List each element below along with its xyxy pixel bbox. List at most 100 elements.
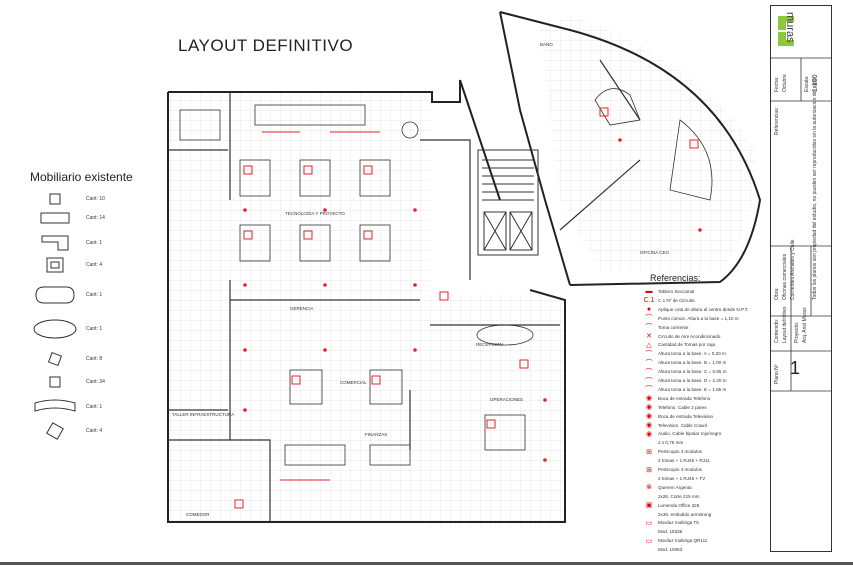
room-label-finanzas: FINANZAS <box>365 432 388 437</box>
referencia-item: ⌒Altura toma a la base. D = 2.20 m <box>640 375 775 386</box>
referencia-label: Tablero Seccional <box>658 289 695 294</box>
referencia-item: 2 tomas + 1 RJ45 + RJ11 <box>640 455 775 466</box>
mobiliario-item: Cant: 1 <box>30 318 140 340</box>
referencia-item: ⌒ Punto comun. Altura a la base = 1,10 m <box>640 313 775 324</box>
referencia-symbol-icon: ◉ <box>645 404 653 412</box>
referencia-label: Moviluz multiriga T5 <box>658 520 699 526</box>
obra-label: Obra: <box>774 287 780 300</box>
referencia-label: Altura toma a la base. C = 0.65 m <box>658 369 727 375</box>
referencia-label: Altura toma a la base. A = 0.20 m <box>658 351 726 357</box>
contenido-label: Contenido: <box>774 318 780 343</box>
referencia-symbol-icon: ◉ <box>645 413 653 421</box>
referencia-label: Boca de entrada Television <box>658 413 714 419</box>
referencia-item: 2x26. Corte 215 mm <box>640 491 775 502</box>
referencia-item: ✕ Circuito de Aire Acondicionado. <box>640 331 775 342</box>
mobiliario-item: Cant: 1 <box>30 396 140 418</box>
walls <box>167 11 762 523</box>
logo-text: muras <box>784 12 796 43</box>
referencia-symbol-icon: ⌒ <box>645 350 653 358</box>
mobiliario-heading: Mobiliario existente <box>30 170 133 184</box>
referencia-label: Periscopio 4 modulos <box>658 449 702 455</box>
referencia-item: ⌒ Altura toma a la base. C = 0.65 m <box>640 366 775 377</box>
referencia-label: Circuito de Aire Acondicionado. <box>658 333 722 339</box>
mobiliario-item: Cant: 34 <box>30 371 140 393</box>
referencia-label: Telefono. Cable 2 pares <box>658 404 707 410</box>
referencia-label: Aplique cota de altura al centro desde N… <box>658 306 749 312</box>
referencia-symbol-icon: ⌒ <box>645 368 653 376</box>
referencia-item: ▭Moviluz multiriga QR111 <box>640 535 775 546</box>
floor-grid <box>168 15 756 527</box>
referencia-item: ⌒ Altura toma a la base. B = 1.00 m <box>640 357 775 368</box>
referencia-label: Punto comun. Altura a la base = 1,10 m <box>658 315 739 321</box>
referencia-label: Altura toma a la base. D = 2.20 m <box>658 378 727 383</box>
referencia-item: ◉Audio. Cable bipolar rojo/negro <box>640 428 775 439</box>
referencia-symbol-icon: ⌒ <box>645 386 653 394</box>
referencia-item: ▬Tablero Seccional <box>640 286 775 297</box>
referencia-label: Audio. Cable bipolar rojo/negro <box>658 431 722 437</box>
title-block-grid <box>771 57 831 392</box>
referencia-item: △Cantidad de Tomas por caja <box>640 339 775 350</box>
referencia-item: 2 x 0,75 mm <box>640 437 775 448</box>
referencia-item: Mod. 10053 <box>640 544 775 555</box>
referencia-item: ⊞Periscopio 4 modulos <box>640 464 775 475</box>
room-label-comercial: COMERCIAL <box>340 380 367 385</box>
mobiliario-item: Cant: 1 <box>30 284 140 306</box>
direccion-value: Corrientes Arenales y Calle <box>790 239 796 300</box>
referencia-item: 2x36. embutido armstrong <box>640 509 775 520</box>
plano-label: Plano Nº <box>774 364 780 384</box>
room-label-gerencia: GERENCIA <box>290 306 314 311</box>
referencia-symbol-icon: ⊗ <box>646 484 652 492</box>
core-stairs <box>477 149 539 256</box>
referencia-symbol-icon: ⌒ <box>645 315 653 323</box>
referencia-symbol-icon: ✕ <box>646 333 652 340</box>
plano-number: 1 <box>790 358 801 378</box>
referencia-label: 2 x 0,75 mm <box>658 440 684 446</box>
referencia-symbol-icon: ⌒ <box>645 359 653 367</box>
sheet-border-bottom <box>0 562 853 565</box>
mobiliario-item: Cant: 8 <box>30 348 140 370</box>
referencia-item: 2 tomas + 1 RJ45 + TV <box>640 473 775 484</box>
referencia-label: Television. Cable Coaxil <box>658 422 707 428</box>
referencia-symbol-icon: ◉ <box>645 395 653 403</box>
room-label-comedor: COMEDOR <box>186 512 210 517</box>
referencia-item: ●Aplique cota de altura al centro desde … <box>640 304 775 315</box>
referencia-label: 2 tomas + 1 RJ45 + TV <box>658 475 706 481</box>
mobiliario-label: Cant: 14 <box>86 215 105 221</box>
obra-value: Oficinas comerciales <box>782 253 788 300</box>
referencia-label: Boca de entrada Telefono <box>658 395 711 401</box>
electrical-marks <box>234 107 699 509</box>
referencia-symbol-icon: ▭ <box>645 519 653 527</box>
room-label-oficina-ceo: OFICINA CEO <box>640 250 670 255</box>
referencia-label: 2x36. embutido armstrong <box>658 511 712 517</box>
referencia-label: Mod. 10053 <box>658 547 683 553</box>
proyecto-value: Arq. Ariel Muras <box>802 307 808 343</box>
nota-value: Todos los planos son propiedad del estud… <box>812 76 818 300</box>
referencia-label: 2 tomas + 1 RJ45 + RJ11 <box>658 458 710 464</box>
room-label-tecnologia: TECNOLOGIA Y PROYECTO <box>285 211 345 216</box>
referencias-heading: Referencias: <box>650 273 701 283</box>
escala-label: Escala: <box>804 75 810 92</box>
room-label-operaciones: OPERACIONES <box>490 397 524 402</box>
referencia-item: ◉ Boca de entrada Television <box>640 411 775 422</box>
referencia-label: Altura toma a la base. E = 1.65 m <box>658 386 727 392</box>
mobiliario-label: Cant: 34 <box>86 379 105 385</box>
referencia-item: ◉ Boca de entrada Telefono <box>640 393 775 404</box>
referencia-item: ▭ Moviluz multiriga T5 <box>640 517 775 528</box>
referencia-label: Querem Argenta <box>658 484 692 490</box>
room-label-bano: BAÑO <box>540 42 553 47</box>
referencia-label: 2x26. Corte 215 mm <box>658 493 700 499</box>
electrical-dots <box>243 138 702 462</box>
room-label-infraestructura: TALLER INFRAESTRUCTURA <box>172 412 235 417</box>
referencia-symbol-icon: ▣ <box>645 502 653 510</box>
mobiliario-label: Cant: 1 <box>86 240 103 246</box>
referencia-label: Altura toma a la base. B = 1.00 m <box>658 360 727 366</box>
drawing-title: LAYOUT DEFINITIVO <box>178 36 354 55</box>
referencia-item: ◉ Telefono. Cable 2 pares <box>640 402 775 413</box>
mobiliario-item: Cant: 1 <box>30 232 140 254</box>
referencia-symbol-icon: C.1 <box>643 296 655 304</box>
mobiliario-label: Cant: 4 <box>86 262 103 268</box>
referencia-item: ◉Television. Cable Coaxil <box>640 420 775 431</box>
referencia-symbol-icon <box>640 545 658 555</box>
